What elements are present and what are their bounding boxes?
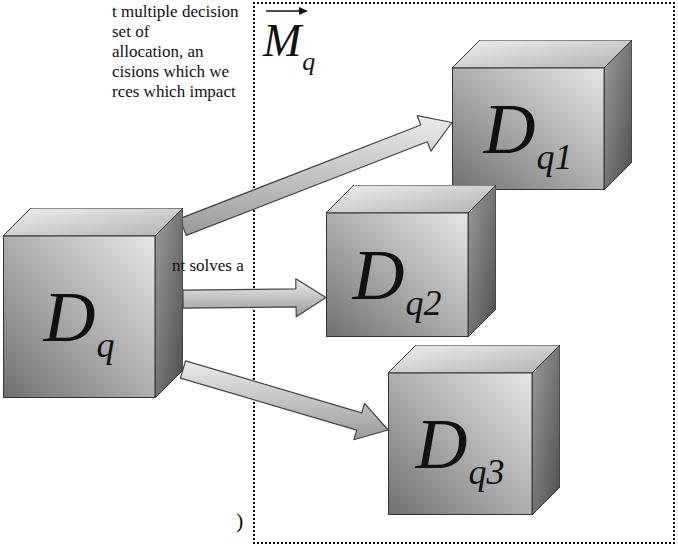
- group-region: MqDq1Dq2Dq3: [253, 2, 675, 544]
- cube-front: [4, 236, 156, 398]
- region-symbol: M: [263, 18, 301, 64]
- cube-side: [604, 40, 632, 190]
- connector-group: [180, 116, 452, 440]
- cube-top: [326, 185, 496, 213]
- cube-side: [532, 345, 560, 515]
- text-fragment: allocation, an: [112, 42, 204, 62]
- decision-symbol: D: [416, 408, 468, 480]
- decision-cube: Dq3: [388, 345, 560, 515]
- region-label: Mq: [263, 18, 315, 64]
- decision-symbol: D: [44, 281, 96, 353]
- cube-front: [327, 213, 469, 337]
- cube-side: [468, 185, 496, 337]
- text-fragment: cisions which we: [112, 62, 229, 82]
- cube-top: [388, 345, 560, 373]
- block-arrow: [180, 361, 388, 440]
- cube-face: Dq: [3, 236, 155, 398]
- block-arrow: [180, 116, 452, 236]
- text-fragment: nt solves a: [172, 256, 244, 276]
- vector-arrow-shaft: [266, 10, 302, 12]
- subscript: q1: [537, 139, 573, 175]
- text-fragment: t multiple decision: [112, 2, 239, 22]
- subscript: q2: [406, 285, 442, 321]
- cube-face: Dq1: [452, 68, 604, 190]
- text-fragment: set of: [112, 22, 149, 42]
- decision-cube: Dq: [3, 208, 183, 398]
- vector-arrow: [262, 4, 312, 18]
- subscript: q: [302, 49, 315, 75]
- cube-front: [389, 373, 533, 515]
- cube-front: [453, 68, 605, 190]
- decision-cube: Dq2: [326, 185, 496, 337]
- cube-label: Dq3: [416, 408, 505, 480]
- cube-face: Dq2: [326, 213, 468, 337]
- cube-label: Dq: [44, 281, 115, 353]
- cube-top: [452, 40, 632, 68]
- decision-cube: Dq1: [452, 40, 632, 190]
- decision-symbol: D: [353, 239, 405, 311]
- decision-symbol: D: [484, 93, 536, 165]
- cube-top: [3, 208, 183, 236]
- cube-label: Dq2: [353, 239, 442, 311]
- subscript: q: [97, 327, 115, 363]
- cube-side: [155, 208, 183, 398]
- subscript: q3: [469, 454, 505, 490]
- block-arrow: [183, 279, 326, 317]
- text-fragment: ): [236, 508, 243, 533]
- cube-face: Dq3: [388, 373, 532, 515]
- cube-label: Dq1: [484, 93, 573, 165]
- text-fragment: rces which impact: [112, 82, 236, 102]
- vector-arrow-head: [299, 7, 308, 15]
